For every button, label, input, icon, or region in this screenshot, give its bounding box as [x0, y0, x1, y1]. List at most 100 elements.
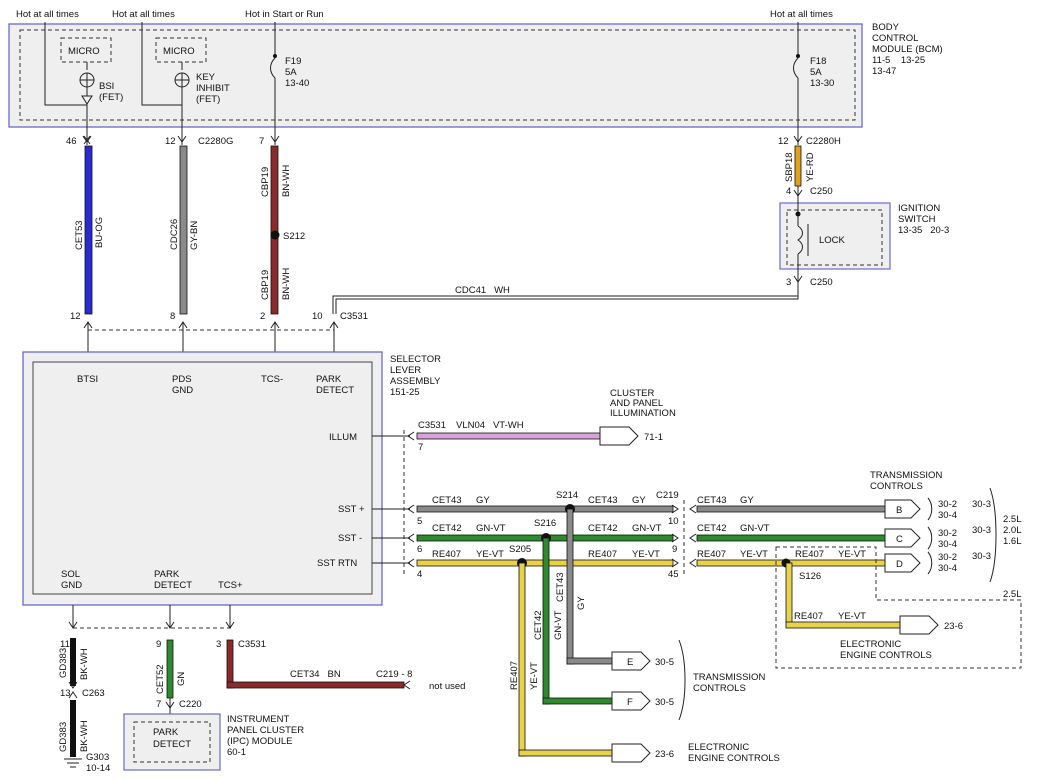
sel-title-3: ASSEMBLY: [390, 376, 441, 387]
ign-title-1: IGNITION: [898, 203, 940, 214]
conn-b: B: [896, 505, 902, 516]
wire-cet53: CET53: [74, 220, 85, 250]
splice-s126: S126: [799, 571, 821, 582]
bot-eec-title-1: ELECTRONIC: [688, 742, 749, 753]
c-ref-2: 30-4: [938, 539, 957, 550]
ign-title-2: SWITCH: [898, 214, 936, 225]
bcm-title-1: BODY: [872, 22, 900, 33]
ign-c250-a: C250: [810, 186, 833, 197]
sst-gnvt-c: GN-VT: [740, 523, 770, 534]
sst-cet42-b: CET42: [588, 523, 618, 534]
park-detect-label: DETECT: [316, 385, 354, 396]
conn-f: F: [627, 697, 633, 708]
wire-ye-rd: YE-RD: [805, 152, 816, 182]
sst-pin-4: 4: [417, 569, 422, 580]
d-ref-1: 30-2: [938, 552, 957, 563]
b-ref-1: 30-2: [938, 499, 957, 510]
bot-cet42: CET42: [533, 610, 544, 640]
c-ref-1: 30-2: [938, 528, 957, 539]
b-ref-2: 30-4: [938, 510, 957, 521]
lower-pin-13: 13: [60, 688, 71, 699]
eec-title-1: ELECTRONIC: [840, 639, 901, 650]
bk-wh-a: BK-WH: [79, 648, 90, 680]
lower-pin-11: 11: [60, 639, 70, 650]
conn-c2280g: C2280G: [198, 136, 233, 147]
c3531-pin-12: 12: [70, 311, 81, 322]
splice-s205: S205: [509, 544, 531, 555]
c3531-top-conn: C3531: [340, 311, 368, 322]
sst-gy-b: GY: [632, 495, 646, 506]
bot-yevt: YE-VT: [529, 662, 540, 690]
wire-bn-wh-a: BN-WH: [281, 165, 292, 197]
bot-eec-ref: 23-6: [655, 749, 674, 760]
c3531-pin-8: 8: [170, 311, 175, 322]
park2-label: PARK: [154, 569, 180, 580]
pds-label: PDS: [172, 374, 192, 385]
illum-label: ILLUM: [329, 432, 357, 443]
wire-cdc41: CDC41 WH: [455, 285, 510, 296]
f19-amps: 5A: [285, 67, 297, 78]
not-used: not used: [429, 681, 465, 692]
supply-bsi: Hot at all times: [16, 9, 79, 20]
lower-c3531: C3531: [238, 639, 266, 650]
illum-conn: C3531: [418, 420, 446, 431]
gd383-a: GD383: [58, 648, 69, 678]
bcm-title-2: CONTROL: [872, 33, 918, 44]
bcm-title-4: 11-5 13-25: [872, 55, 925, 66]
bcm-title-5: 13-47: [872, 66, 896, 77]
splice-s216: S216: [534, 518, 556, 529]
trans-title-2: CONTROLS: [870, 481, 923, 492]
eng-25: 2.5L: [1003, 514, 1022, 525]
f19-ref: 13-40: [285, 78, 309, 89]
conn-c2280h: C2280H: [806, 136, 841, 147]
wire-gy-bn: GY-BN: [189, 221, 200, 250]
g303-ref: 10-14: [86, 763, 110, 774]
bottom-branches: CET43 GY E 30-5 CET42 GN-VT F 30-5 TRANS…: [509, 508, 780, 764]
tcs-minus-label: TCS-: [261, 374, 283, 385]
b-ref-3: 30-3: [972, 499, 991, 510]
d-ref-2: 30-4: [938, 563, 957, 574]
illum-pin: 7: [418, 442, 423, 453]
eng-20: 2.0L: [1003, 525, 1022, 536]
eec-yevt: YE-VT: [838, 611, 866, 622]
wire-cbp19-b: CBP19: [260, 270, 271, 300]
splice-s212: S212: [283, 231, 305, 242]
illum-title-1: CLUSTER: [610, 388, 654, 399]
conn-c219: C219: [656, 490, 679, 501]
ign-pin-3: 3: [786, 277, 791, 288]
bk-wh-b: BK-WH: [79, 720, 90, 752]
wire-bn-wh-b: BN-WH: [281, 268, 292, 300]
ipc-park: PARK: [153, 727, 179, 738]
sst-yevt-b: YE-VT: [632, 549, 660, 560]
sst-cet43-a: CET43: [432, 495, 462, 506]
sst-wires: CET43 GY CET43 GY C219 CET43 GY S214 CET…: [372, 470, 1022, 583]
bot-trans-title-1: TRANSMISSION: [693, 672, 765, 683]
illum-wire: VLN04 VT-WH: [456, 420, 524, 431]
sst-cet43-b: CET43: [588, 495, 618, 506]
ipc-title-1: INSTRUMENT: [227, 714, 289, 725]
ipc-title-4: 60-1: [227, 747, 246, 758]
sst-cet42-c: CET42: [697, 523, 727, 534]
conn-c220: C220: [179, 699, 202, 710]
key-fet-label: (FET): [196, 94, 220, 105]
btsi-label: BTSI: [77, 374, 98, 385]
ipc-detect: DETECT: [153, 739, 191, 750]
illum-title-2: AND PANEL: [610, 398, 663, 409]
sst-rtn-label: SST RTN: [317, 558, 357, 569]
sst-pin-5: 5: [417, 516, 422, 527]
c-ref-3: 30-3: [972, 525, 991, 536]
f-ref: 30-5: [655, 697, 674, 708]
sst-gy-c: GY: [740, 495, 754, 506]
sst-pin-9: 9: [672, 544, 677, 555]
sst-minus-label: SST -: [338, 533, 362, 544]
e-ref: 30-5: [655, 657, 674, 668]
sst-re407-a: RE407: [432, 549, 461, 560]
conn-d: D: [896, 559, 903, 570]
sst-pin-45: 45: [668, 569, 679, 580]
sst-gy-a: GY: [476, 495, 490, 506]
sol-label: SOL: [61, 569, 80, 580]
sel-title-1: SELECTOR: [390, 354, 441, 365]
top-wires: 46 12 C2280G 7 12 C2280H CET53 BU-OG CDC…: [66, 128, 841, 315]
eng-25-box: 2.5L: [1003, 589, 1022, 600]
bot-cet43: CET43: [555, 572, 566, 602]
